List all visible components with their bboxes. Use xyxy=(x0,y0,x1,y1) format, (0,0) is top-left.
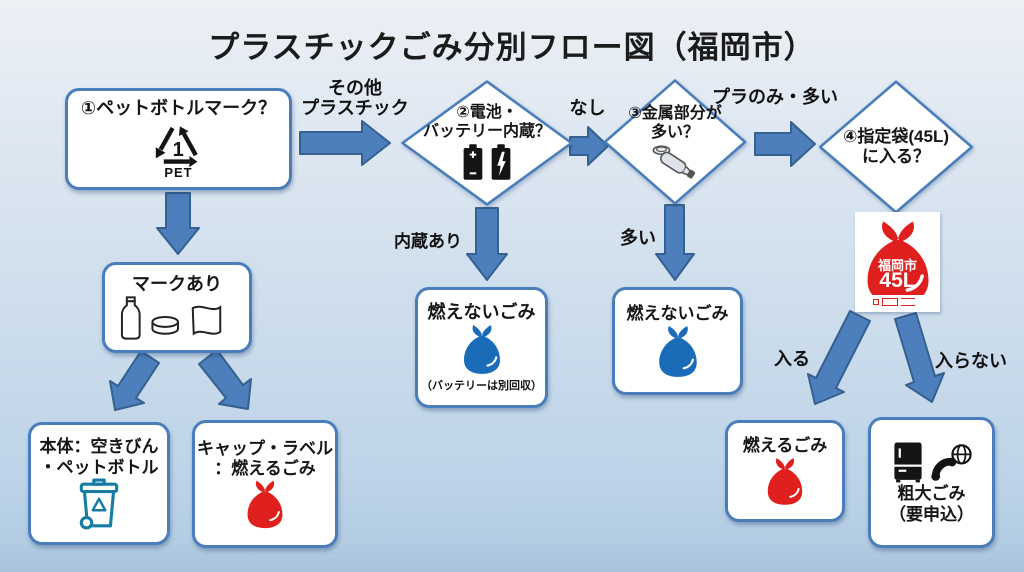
bottle-cap-film-icons xyxy=(120,296,222,340)
refrigerator-icon xyxy=(893,442,922,483)
edge-label-not-fit: 入らない xyxy=(935,351,1007,371)
pet-recycle-icon: 1 xyxy=(155,126,198,167)
arrow-bag-to-burnable xyxy=(807,310,871,405)
node-q1-pet-mark: ①ペットボトルマーク？ 1 PET xyxy=(65,88,292,190)
node-result-body-recycle: 本体：空きびん ・ペットボトル xyxy=(28,422,170,545)
bag-size-label: 45L xyxy=(879,269,916,292)
edge-label-built-in: 内蔵あり xyxy=(394,232,462,251)
bottle-and-cap-icon xyxy=(652,145,696,179)
arrow-q3-to-q4 xyxy=(754,121,816,167)
arrow-bag-to-bulky xyxy=(894,312,945,403)
arrow-q1-to-q2 xyxy=(299,120,391,166)
edge-label-pla-only: プラのみ・多い xyxy=(712,87,838,107)
edge-label-none: なし xyxy=(569,98,606,118)
arrow-q2-to-q3 xyxy=(569,126,609,166)
arrow-q2-down xyxy=(466,207,508,281)
node-q2-battery: ②電池・ バッテリー内蔵？ xyxy=(399,79,575,207)
battery-icons xyxy=(463,144,511,180)
node-result-cap-burnable: キャップ・ラベル ：燃えるごみ xyxy=(192,420,338,548)
arrow-q3-down xyxy=(655,204,695,281)
edge-label-many: 多い xyxy=(620,228,656,248)
blue-garbage-bag-icon xyxy=(462,324,501,375)
edge-label-fits: 入る xyxy=(774,349,810,369)
designated-bag-45l: 福岡市 45L xyxy=(855,212,940,312)
node-q3-metal: ③金属部分が 多い？ xyxy=(602,78,748,206)
red-garbage-bag-icon xyxy=(246,479,284,530)
node-q4-bag-fit: ④指定袋(45L) に入る？ xyxy=(817,79,975,215)
node-mark-found: マークあり xyxy=(102,262,252,353)
blue-garbage-bag-icon xyxy=(657,324,698,379)
node-result-nonburnable-battery: 燃えないごみ （バッテリーは別回収） xyxy=(415,287,548,408)
edge-label-other-plastic: その他 プラスチック xyxy=(301,78,409,119)
phone-globe-icon xyxy=(930,444,972,482)
battery-note: （バッテリーは別回収） xyxy=(421,380,542,393)
arrow-mark-to-cap xyxy=(198,349,252,410)
pet-caption: PET xyxy=(164,164,193,180)
arrow-q1-down xyxy=(156,192,200,255)
node-result-bulky: 粗大ごみ （要申込） xyxy=(868,417,995,548)
node-result-burnable: 燃えるごみ xyxy=(725,420,845,522)
node-result-nonburnable-metal: 燃えないごみ xyxy=(612,287,743,395)
svg-text:1: 1 xyxy=(172,139,183,161)
red-garbage-bag-icon xyxy=(766,457,804,506)
page-title: プラスチックごみ分別フロー図（福岡市） xyxy=(208,30,816,65)
arrow-mark-to-body xyxy=(109,350,160,411)
recycle-bin-icon xyxy=(79,478,119,530)
bag-city-label: 福岡市 xyxy=(877,258,917,273)
bag-label-strip xyxy=(869,295,926,308)
